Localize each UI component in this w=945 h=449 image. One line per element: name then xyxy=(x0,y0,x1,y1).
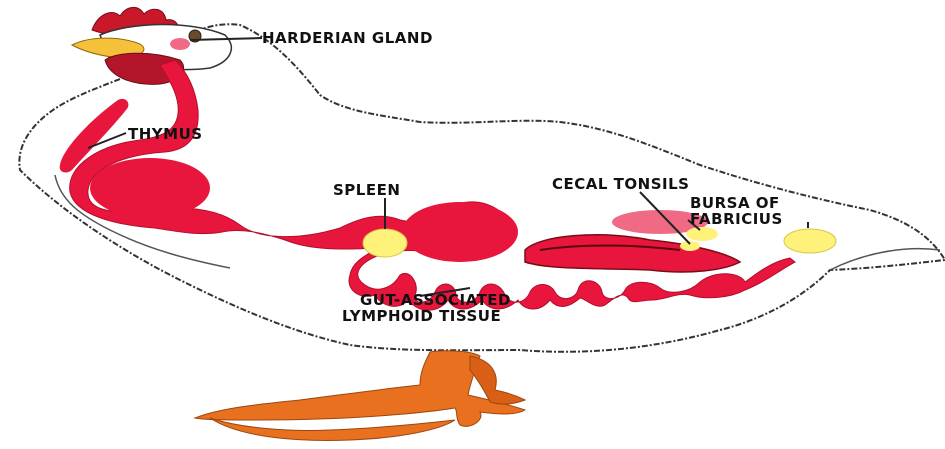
harderian-gland-label: HARDERIAN GLAND xyxy=(262,30,433,46)
cecal-tonsil-b xyxy=(680,241,700,251)
cecal-tonsil-a xyxy=(686,227,718,241)
chicken-foot-toes xyxy=(210,418,455,440)
spleen-label: SPLEEN xyxy=(333,182,400,198)
galt-label-line-1: GUT-ASSOCIATED xyxy=(342,292,511,308)
galt-label: GUT-ASSOCIATED LYMPHOID TISSUE xyxy=(342,292,511,324)
chicken-leg-back xyxy=(470,356,525,404)
bursa-of-fabricius-organ xyxy=(784,229,836,253)
harderian-gland xyxy=(170,38,190,50)
bursa-label-line-2: FABRICIUS xyxy=(690,211,783,227)
cecal-tonsils-label: CECAL TONSILS xyxy=(552,176,689,192)
bursa-of-fabricius-label: BURSA OF FABRICIUS xyxy=(690,195,783,227)
gizzard xyxy=(402,202,518,262)
thymus-label: THYMUS xyxy=(128,126,203,142)
spleen-organ xyxy=(363,229,407,257)
proventriculus xyxy=(90,158,210,218)
galt-label-line-2: LYMPHOID TISSUE xyxy=(342,308,511,324)
bursa-label-line-1: BURSA OF xyxy=(690,195,783,211)
